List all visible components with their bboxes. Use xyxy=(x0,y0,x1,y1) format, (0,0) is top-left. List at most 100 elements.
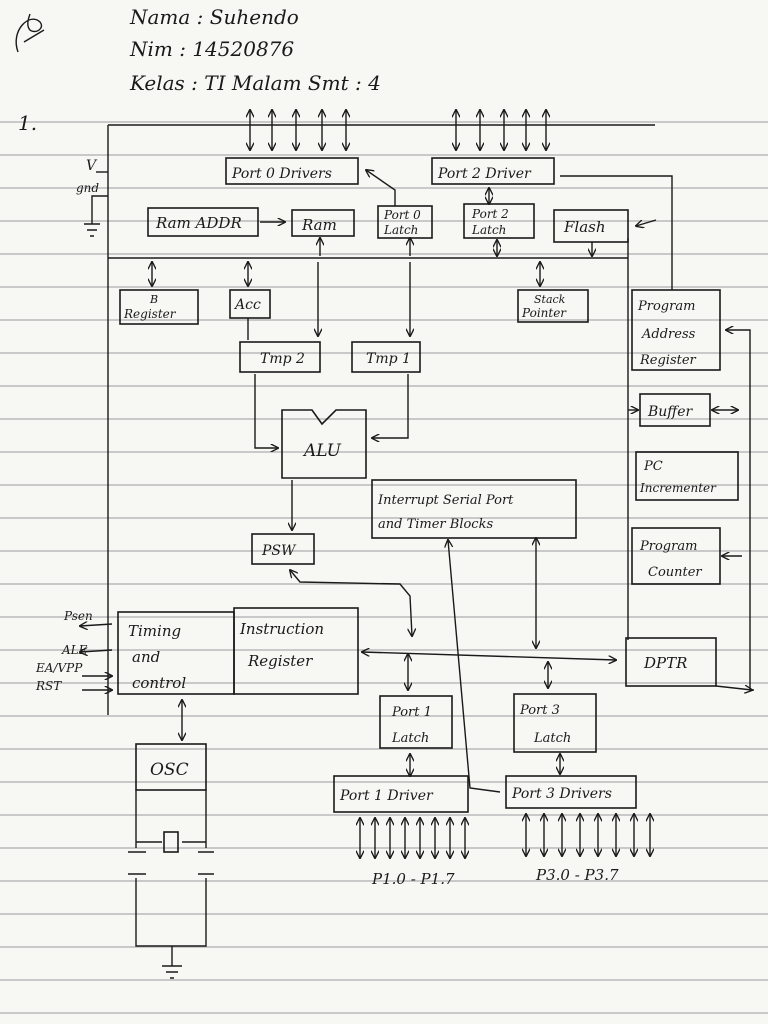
flash-input xyxy=(636,219,657,226)
port1-driver-box xyxy=(333,775,469,813)
instruction-register-label-1: Instruction xyxy=(239,620,324,638)
label-psen: Psen xyxy=(63,609,93,623)
pc-incrementer-label-2: Incrementer xyxy=(639,481,717,495)
label-ale: ALE xyxy=(61,643,88,657)
tmp2-to-alu xyxy=(254,374,278,448)
dptr-right-arrow xyxy=(715,686,752,690)
timing-label-2: and xyxy=(132,648,160,666)
port0-drivers-box xyxy=(225,157,359,185)
program-counter-label-2: Counter xyxy=(648,565,702,580)
label-v: V xyxy=(86,158,98,174)
interrupt-serial-label-2: and Timer Blocks xyxy=(378,517,493,532)
osc-box-extension xyxy=(135,790,207,848)
header-nim: Nim : 14520876 xyxy=(129,37,294,61)
p1-pin-label: P1.0 - P1.7 xyxy=(371,870,455,888)
interrupt-serial-box xyxy=(371,479,577,539)
port1-pin-arrows xyxy=(360,818,465,858)
timing-label-3: control xyxy=(132,674,186,692)
interrupt-serial-label-1: Interrupt Serial Port xyxy=(377,493,514,508)
program-address-register-label-2: Address xyxy=(641,327,696,342)
timing-label-1: Timing xyxy=(128,622,181,640)
port0-latch-box xyxy=(377,205,433,239)
tmp1-box xyxy=(351,341,421,373)
scribble-mark xyxy=(15,13,45,53)
psw-box xyxy=(251,533,315,565)
psw-to-instruction xyxy=(290,570,412,636)
ram-box xyxy=(291,209,355,237)
label-ea: EA/VPP xyxy=(35,661,83,675)
port1-latch-box xyxy=(379,695,453,749)
capacitor-icons xyxy=(128,851,214,947)
dptr-label: DPTR xyxy=(643,654,687,672)
tmp1-label: Tmp 1 xyxy=(366,351,411,367)
tmp2-box xyxy=(239,341,321,373)
pc-incrementer-label-1: PC xyxy=(643,459,663,474)
header-kelas: Kelas : TI Malam Smt : 4 xyxy=(129,71,381,95)
port2-latch-label-2: Latch xyxy=(471,223,506,237)
ram-addr-box xyxy=(147,207,259,237)
psw-label: PSW xyxy=(261,543,297,559)
acc-box xyxy=(229,289,271,319)
port3-drivers-box xyxy=(505,775,637,809)
flash-box xyxy=(553,209,629,243)
p3-pin-label: P3.0 - P3.7 xyxy=(535,866,619,884)
crystal-icon xyxy=(136,831,206,853)
label-gnd: gnd xyxy=(76,181,99,195)
port3-latch-label-1: Port 3 xyxy=(519,703,560,718)
port2-driver-box xyxy=(431,157,555,185)
port2-driver-label: Port 2 Driver xyxy=(437,166,532,182)
label-rst: RST xyxy=(35,679,62,693)
port3-latch-label-2: Latch xyxy=(533,731,571,746)
osc-box xyxy=(135,743,207,791)
buffer-box xyxy=(639,393,711,427)
psen-arrow xyxy=(80,624,113,626)
acc-label: Acc xyxy=(233,297,261,313)
stack-pointer-label-2: Pointer xyxy=(521,306,567,320)
port2-latch-box xyxy=(463,203,535,239)
port0-latch-label-1: Port 0 xyxy=(383,208,421,222)
stack-pointer-label-1: Stack xyxy=(534,293,566,306)
port0-latch-label-2: Latch xyxy=(383,223,418,237)
instruction-to-dptr xyxy=(362,652,616,660)
b-register-box xyxy=(119,289,199,325)
port2driver-feed xyxy=(560,175,673,290)
flash-label: Flash xyxy=(563,218,606,236)
b-register-label-1: B xyxy=(149,293,158,306)
pc-incrementer-box xyxy=(635,451,739,501)
alu-label: ALU xyxy=(302,441,342,461)
osc-label: OSC xyxy=(150,760,189,780)
program-counter-label-1: Program xyxy=(639,539,697,554)
port1-latch-label-2: Latch xyxy=(391,731,429,746)
port0-drivers-label: Port 0 Drivers xyxy=(231,166,332,182)
ground-icon xyxy=(84,195,108,237)
port3-latch-box xyxy=(513,693,597,753)
port2-latch-label-1: Port 2 xyxy=(471,207,509,221)
header-nama: Nama : Suhendo xyxy=(129,5,299,29)
interrupt-to-port3-driver xyxy=(448,540,501,793)
port3-pin-arrows xyxy=(526,814,650,856)
buffer-label: Buffer xyxy=(647,404,694,420)
port1-driver-label: Port 1 Driver xyxy=(339,788,434,804)
question-number: 1. xyxy=(18,111,37,135)
program-counter-box xyxy=(631,527,721,585)
osc-ground-icon xyxy=(162,946,182,979)
ram-addr-label: Ram ADDR xyxy=(155,214,242,232)
program-address-register-box xyxy=(631,289,721,371)
program-address-register-label-1: Program xyxy=(637,299,695,314)
b-register-label-2: Register xyxy=(123,307,177,321)
right-feedback-line xyxy=(726,330,754,691)
port0latch-to-port0drivers xyxy=(366,170,396,206)
ale-arrow xyxy=(80,650,113,652)
tmp2-label: Tmp 2 xyxy=(260,351,305,367)
alu-shape xyxy=(281,409,367,479)
tmp1-to-alu xyxy=(372,374,409,438)
instruction-register-label-2: Register xyxy=(247,652,313,670)
port0-pin-arrows xyxy=(250,110,346,150)
program-address-register-label-3: Register xyxy=(639,353,697,368)
port1-latch-label-1: Port 1 xyxy=(391,705,432,720)
dptr-box xyxy=(625,637,717,687)
ram-label: Ram xyxy=(301,216,337,234)
port3-drivers-label: Port 3 Drivers xyxy=(511,786,612,802)
stack-pointer-box xyxy=(517,289,589,323)
